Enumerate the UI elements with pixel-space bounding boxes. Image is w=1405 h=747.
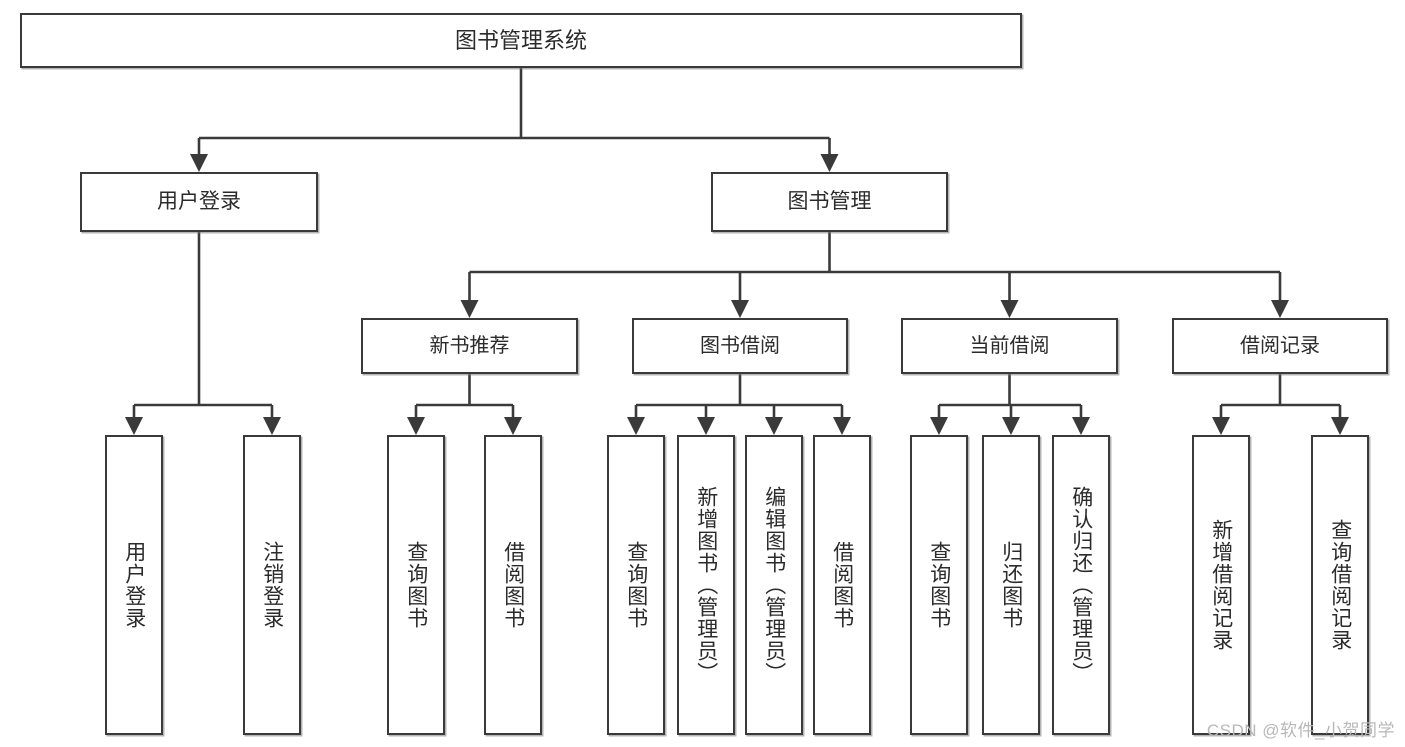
node-book-borrow[interactable]: 图书借阅 [632,318,848,374]
node-label-leaf-add-book: 新增图书（管理员） [694,486,718,684]
node-leaf-edit-book[interactable]: 编辑图书（管理员） [745,435,803,735]
node-label-current-borrow: 当前借阅 [969,334,1050,357]
node-label-leaf-borrow-book-2: 借阅图书 [830,541,854,629]
node-user-login[interactable]: 用户登录 [80,172,318,232]
node-leaf-confirm-ret[interactable]: 确认归还（管理员） [1052,435,1110,735]
node-label-leaf-query-book-3: 查询图书 [927,541,951,629]
node-label-leaf-borrow-book-1: 借阅图书 [501,541,525,629]
node-leaf-query-book-1[interactable]: 查询图书 [387,435,445,735]
node-label-user-login: 用户登录 [157,189,241,213]
node-new-book-rec[interactable]: 新书推荐 [361,318,578,374]
node-leaf-add-book[interactable]: 新增图书（管理员） [677,435,735,735]
node-leaf-query-record[interactable]: 查询借阅记录 [1311,435,1369,735]
node-current-borrow[interactable]: 当前借阅 [901,318,1118,374]
node-leaf-add-record[interactable]: 新增借阅记录 [1192,435,1250,735]
node-label-leaf-return-book: 归还图书 [999,541,1023,629]
node-leaf-user-login[interactable]: 用户登录 [105,435,163,735]
node-book-manage[interactable]: 图书管理 [711,172,948,232]
node-label-leaf-user-login: 用户登录 [122,541,146,629]
node-label-borrow-record: 借阅记录 [1240,334,1320,357]
node-label-leaf-user-logout: 注销登录 [260,541,284,629]
node-root[interactable]: 图书管理系统 [20,13,1022,68]
node-label-book-borrow: 图书借阅 [700,334,780,357]
node-leaf-query-book-3[interactable]: 查询图书 [910,435,968,735]
node-leaf-borrow-book-2[interactable]: 借阅图书 [813,435,871,735]
node-leaf-query-book-2[interactable]: 查询图书 [607,435,665,735]
node-label-new-book-rec: 新书推荐 [429,334,510,357]
node-label-book-manage: 图书管理 [787,189,872,213]
node-leaf-return-book[interactable]: 归还图书 [982,435,1040,735]
node-leaf-user-logout[interactable]: 注销登录 [243,435,301,735]
node-leaf-borrow-book-1[interactable]: 借阅图书 [484,435,542,735]
node-label-leaf-query-book-1: 查询图书 [404,541,428,629]
node-label-leaf-query-book-2: 查询图书 [624,541,648,629]
node-label-root: 图书管理系统 [454,27,587,53]
node-label-leaf-edit-book: 编辑图书（管理员） [762,486,786,684]
node-label-leaf-add-record: 新增借阅记录 [1209,519,1233,651]
node-label-leaf-confirm-ret: 确认归还（管理员） [1069,486,1093,684]
node-borrow-record[interactable]: 借阅记录 [1172,318,1388,374]
node-label-leaf-query-record: 查询借阅记录 [1328,519,1352,651]
watermark: CSDN @软件_小贺同学 [1206,721,1395,740]
